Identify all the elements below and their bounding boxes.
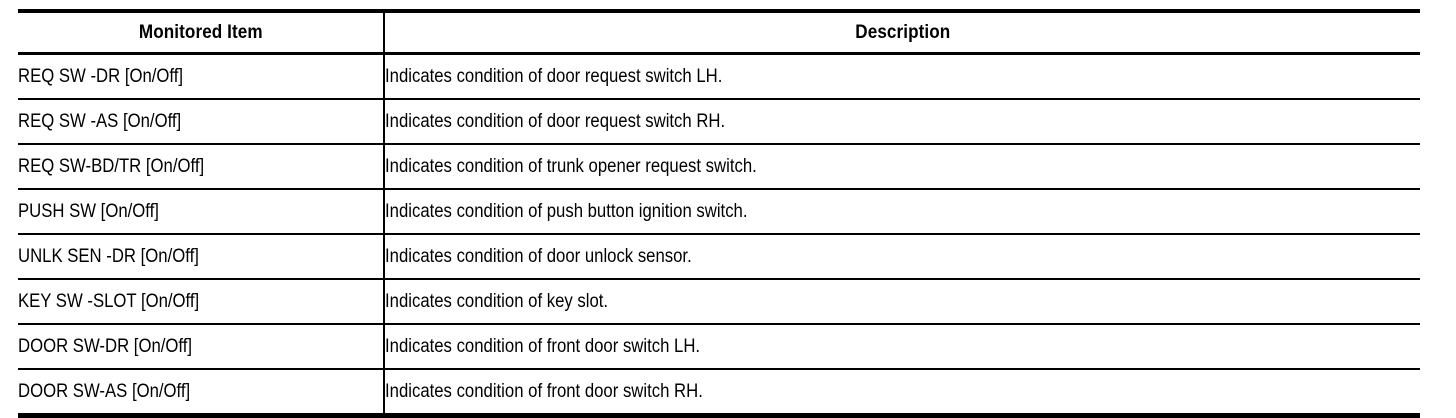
cell-monitored-item: KEY SW -SLOT [On/Off]: [18, 279, 385, 325]
table-row: UNLK SEN -DR [On/Off] Indicates conditio…: [18, 234, 1420, 280]
cell-monitored-item-text: DOOR SW-AS [On/Off]: [18, 381, 191, 402]
cell-description-text: Indicates condition of door request swit…: [385, 66, 723, 87]
cell-monitored-item: PUSH SW [On/Off]: [18, 189, 385, 235]
cell-monitored-item: DOOR SW-DR [On/Off]: [18, 324, 385, 370]
cell-description-text: Indicates condition of trunk opener requ…: [385, 156, 757, 177]
cell-monitored-item: REQ SW-BD/TR [On/Off]: [18, 144, 385, 190]
cell-monitored-item: UNLK SEN -DR [On/Off]: [18, 234, 385, 280]
table-header-row: Monitored Item Description: [18, 9, 1420, 55]
cell-description: Indicates condition of door request swit…: [384, 53, 1420, 100]
cell-monitored-item: REQ SW -DR [On/Off]: [18, 53, 385, 100]
cell-monitored-item-text: UNLK SEN -DR [On/Off]: [18, 246, 199, 267]
cell-monitored-item: REQ SW -AS [On/Off]: [18, 99, 385, 145]
cell-description: Indicates condition of trunk opener requ…: [384, 144, 1420, 190]
cell-description: Indicates condition of key slot.: [384, 279, 1420, 325]
cell-monitored-item-text: REQ SW-BD/TR [On/Off]: [18, 156, 205, 177]
cell-description: Indicates condition of push button ignit…: [384, 189, 1420, 235]
cell-monitored-item-text: DOOR SW-DR [On/Off]: [18, 336, 193, 357]
table-header: Monitored Item Description: [18, 9, 1420, 55]
cell-description-text: Indicates condition of front door switch…: [385, 381, 703, 402]
cell-description: Indicates condition of door request swit…: [384, 99, 1420, 145]
table-row: REQ SW -AS [On/Off] Indicates condition …: [18, 99, 1420, 145]
column-header-monitored-item: Monitored Item: [18, 9, 385, 55]
cell-description-text: Indicates condition of door unlock senso…: [385, 246, 692, 267]
cell-monitored-item: DOOR SW-AS [On/Off]: [18, 369, 385, 418]
cell-monitored-item-text: REQ SW -AS [On/Off]: [18, 111, 182, 132]
table-row: DOOR SW-AS [On/Off] Indicates condition …: [18, 369, 1420, 418]
cell-description-text: Indicates condition of door request swit…: [385, 111, 726, 132]
column-header-description-label: Description: [854, 21, 951, 43]
cell-monitored-item-text: REQ SW -DR [On/Off]: [18, 66, 184, 87]
cell-description: Indicates condition of front door switch…: [384, 369, 1420, 418]
cell-description-text: Indicates condition of key slot.: [385, 291, 609, 312]
column-header-monitored-item-label: Monitored Item: [138, 21, 263, 43]
table-row: DOOR SW-DR [On/Off] Indicates condition …: [18, 324, 1420, 370]
table-body: REQ SW -DR [On/Off] Indicates condition …: [18, 53, 1420, 418]
cell-description-text: Indicates condition of push button ignit…: [385, 201, 748, 222]
cell-monitored-item-text: KEY SW -SLOT [On/Off]: [18, 291, 200, 312]
column-header-description: Description: [384, 9, 1420, 55]
table-row: REQ SW-BD/TR [On/Off] Indicates conditio…: [18, 144, 1420, 190]
table-row: KEY SW -SLOT [On/Off] Indicates conditio…: [18, 279, 1420, 325]
table-row: PUSH SW [On/Off] Indicates condition of …: [18, 189, 1420, 235]
table-row: REQ SW -DR [On/Off] Indicates condition …: [18, 53, 1420, 100]
cell-description-text: Indicates condition of front door switch…: [385, 336, 701, 357]
monitored-item-table: Monitored Item Description REQ SW -DR [O…: [18, 9, 1420, 418]
cell-monitored-item-text: PUSH SW [On/Off]: [18, 201, 159, 222]
cell-description: Indicates condition of front door switch…: [384, 324, 1420, 370]
cell-description: Indicates condition of door unlock senso…: [384, 234, 1420, 280]
